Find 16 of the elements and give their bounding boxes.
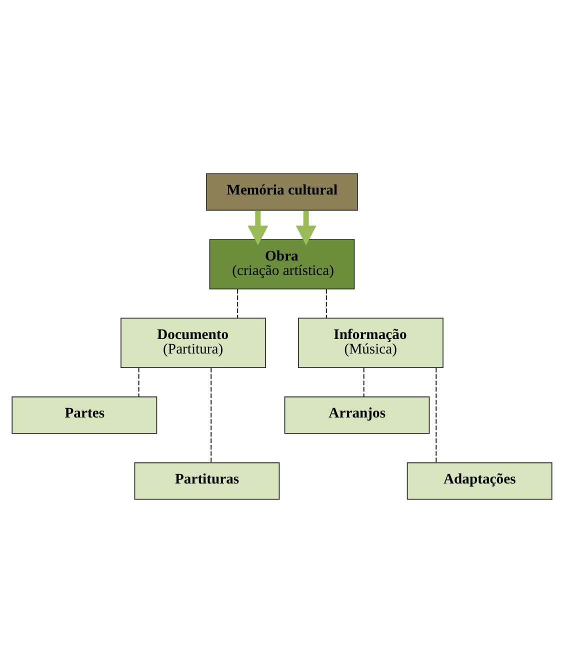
node-box: Arranjos [284, 396, 430, 434]
arrow [296, 210, 316, 245]
connector [237, 288, 238, 318]
connector [363, 366, 364, 397]
node-box: Memória cultural [206, 172, 358, 210]
node-box: Partes [12, 396, 158, 434]
node-box: Documento (Partitura) [120, 317, 266, 368]
connector [210, 366, 212, 462]
connector [138, 366, 140, 397]
node-box: Obra (criação artística) [209, 238, 355, 289]
connector [436, 366, 437, 462]
arrow [248, 210, 268, 245]
node-box: Adaptações [406, 462, 552, 500]
connector [326, 288, 327, 318]
node-box: Partituras [134, 462, 280, 500]
node-box: Informação (Música) [298, 317, 444, 368]
